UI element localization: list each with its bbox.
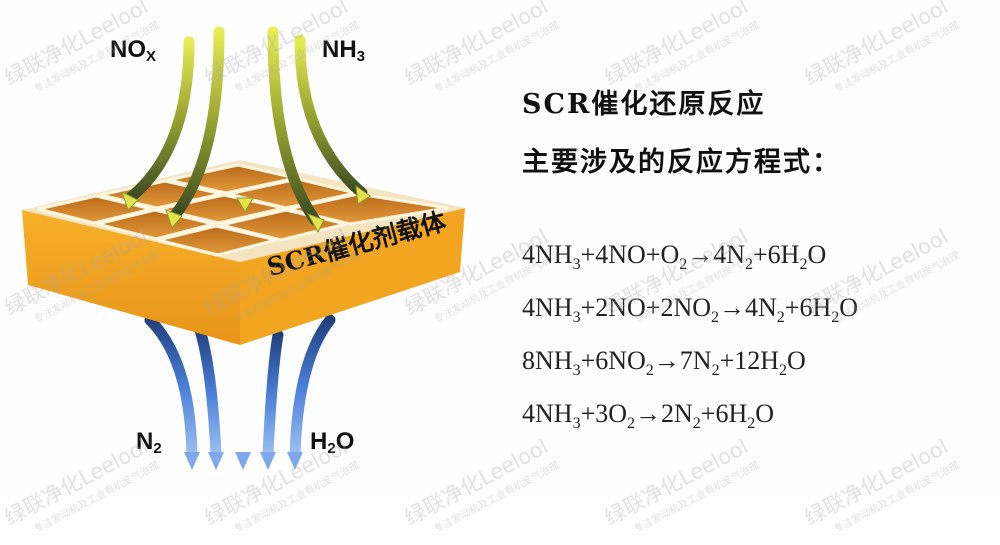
inflow-arrowheads xyxy=(121,184,371,234)
catalyst-illustration xyxy=(22,20,465,470)
inflow-arrows xyxy=(124,20,368,226)
equation-1: 4NH3+4NO+O2→4N2+6H2O xyxy=(522,240,827,273)
equation-3: 8NH3+6NO2→7N2+12H2O xyxy=(522,346,806,379)
equation-4: 4NH3+3O2→2N2+6H2O xyxy=(522,399,775,432)
nox-label: NOX xyxy=(110,36,157,65)
nh3-label: NH3 xyxy=(322,36,366,65)
heading-line-1: SCR催化还原反应 xyxy=(522,89,766,120)
h2o-label: H2O xyxy=(310,428,355,457)
heading-line-2: 主要涉及的反应方程式： xyxy=(522,147,841,178)
n2-label: N2 xyxy=(136,428,162,457)
outflow-arrows xyxy=(144,314,336,461)
equation-2: 4NH3+2NO+2NO2→4N2+6H2O xyxy=(522,293,859,326)
scr-diagram-canvas: NOX NH3 N2 H2O SCR催化剂载体 SCR催化还原反应 主要涉及的反… xyxy=(0,0,962,536)
outflow-arrowheads xyxy=(184,452,303,470)
